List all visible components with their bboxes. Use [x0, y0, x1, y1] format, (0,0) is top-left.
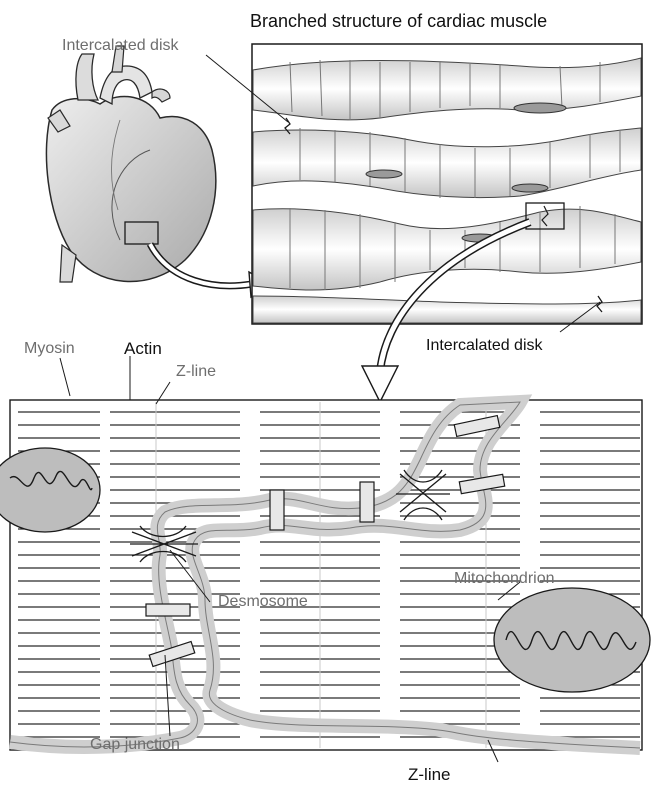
arrow-to-junction-head [362, 366, 398, 402]
branched-fibers-illustration [252, 44, 642, 324]
label-intercalated-disk-right: Intercalated disk [426, 338, 543, 354]
label-gap-junction: Gap junction [90, 737, 180, 753]
heart-illustration [46, 46, 268, 297]
label-z-line-bottom: Z-line [408, 766, 451, 783]
label-mitochondrion: Mitochondrion [454, 571, 555, 587]
mitochondrion-left [0, 448, 100, 532]
diagram-title: Branched structure of cardiac muscle [250, 12, 547, 30]
label-actin: Actin [124, 340, 162, 357]
label-z-line-top: Z-line [176, 364, 216, 380]
label-myosin: Myosin [24, 341, 75, 357]
mitochondrion-right [494, 588, 650, 692]
label-intercalated-disk-top: Intercalated disk [62, 38, 179, 54]
label-desmosome: Desmosome [218, 594, 308, 610]
